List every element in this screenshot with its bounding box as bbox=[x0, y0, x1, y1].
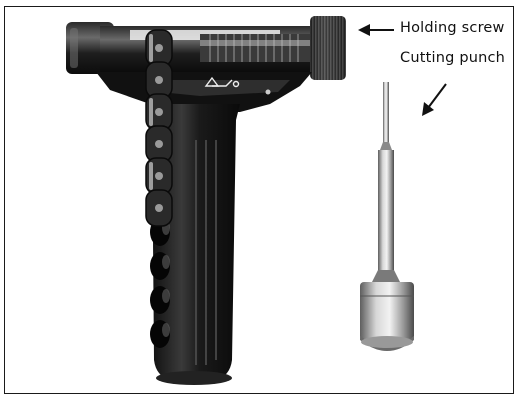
arrow-left-icon bbox=[358, 24, 394, 36]
holding-screw-label: Holding screw bbox=[400, 20, 505, 36]
chain-icon bbox=[145, 29, 173, 227]
arrow-down-left-icon bbox=[422, 83, 447, 116]
cutting-punch-label: Cutting punch bbox=[400, 50, 506, 66]
cutting-punch-icon bbox=[360, 82, 414, 351]
chain-tool-icon bbox=[66, 16, 346, 385]
